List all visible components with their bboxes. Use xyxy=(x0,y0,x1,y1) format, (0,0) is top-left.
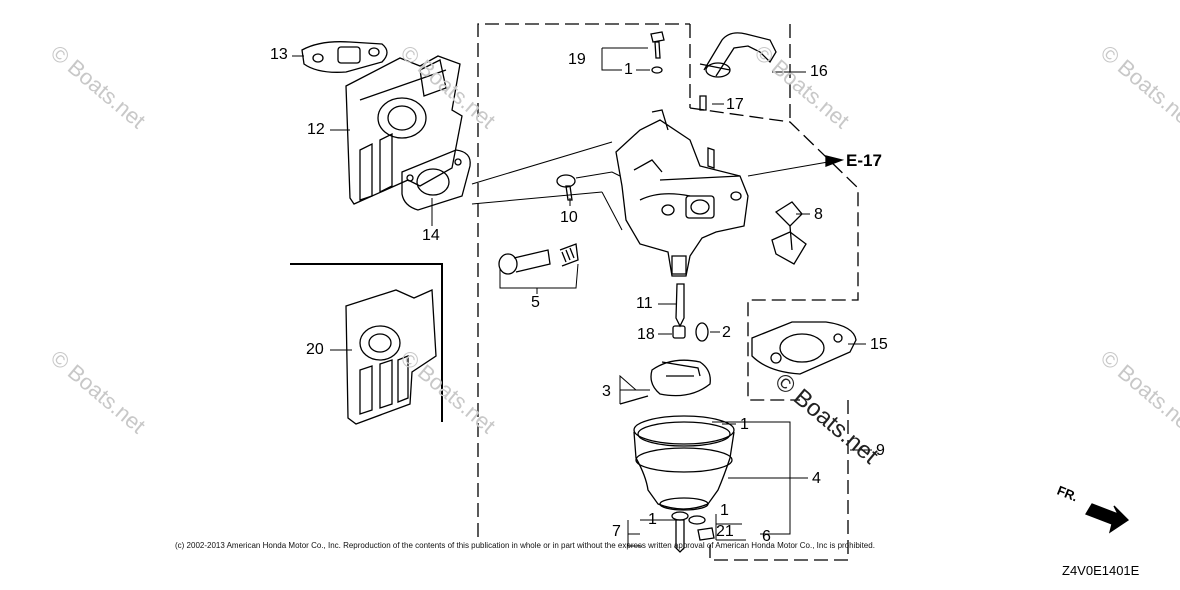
callout-2[interactable]: 2 xyxy=(722,324,731,341)
part-16-lever xyxy=(700,33,776,77)
part-20-box xyxy=(290,264,442,422)
carburetor-body xyxy=(616,110,748,276)
part-8-clip xyxy=(772,202,806,264)
callout-4[interactable]: 4 xyxy=(812,470,821,487)
callout-9[interactable]: 9 xyxy=(876,442,885,459)
callout-16[interactable]: 16 xyxy=(810,63,828,80)
callout-1[interactable]: 1 xyxy=(648,511,657,528)
part-2-oring xyxy=(696,323,708,341)
part-1-gasket-small xyxy=(689,516,705,524)
callout-1[interactable]: 1 xyxy=(740,416,749,433)
callout-6[interactable]: 6 xyxy=(762,528,771,545)
part-17-pin xyxy=(700,96,706,110)
callout-19[interactable]: 19 xyxy=(568,51,586,68)
callout-13[interactable]: 13 xyxy=(270,46,288,63)
callout-7[interactable]: 7 xyxy=(612,523,621,540)
e17-arrow xyxy=(826,156,842,166)
part-11-needle xyxy=(676,284,684,326)
fr-direction-arrow xyxy=(1086,504,1128,532)
part-21-drain-screw xyxy=(698,528,714,540)
reference-e17[interactable]: E-17 xyxy=(846,151,882,170)
part-14-insulator xyxy=(402,150,470,210)
part-13-gasket xyxy=(302,42,387,73)
callout-1[interactable]: 1 xyxy=(720,502,729,519)
callout-20[interactable]: 20 xyxy=(306,341,324,358)
callout-10[interactable]: 10 xyxy=(560,209,578,226)
callout-18[interactable]: 18 xyxy=(637,326,655,343)
callout-12[interactable]: 12 xyxy=(307,121,325,138)
part-15-gasket xyxy=(752,322,856,374)
callout-21[interactable]: 21 xyxy=(716,523,734,540)
assembly-boundary-dashed xyxy=(478,24,858,560)
part-3-float xyxy=(620,360,710,404)
part-4-float-bowl xyxy=(634,416,734,510)
leader-lines xyxy=(292,48,872,546)
callout-5[interactable]: 5 xyxy=(531,294,540,311)
callout-8[interactable]: 8 xyxy=(814,206,823,223)
figure-code: Z4V0E1401E xyxy=(1062,563,1140,578)
callout-14[interactable]: 14 xyxy=(422,227,440,244)
callout-11[interactable]: 11 xyxy=(636,295,653,312)
part-20-bracket xyxy=(346,290,436,424)
callout-3[interactable]: 3 xyxy=(602,383,611,400)
callout-15[interactable]: 15 xyxy=(870,336,888,353)
part-12-bracket xyxy=(346,56,462,204)
part-1-washer xyxy=(672,512,688,520)
part-7-bolt xyxy=(676,520,684,552)
callout-1[interactable]: 1 xyxy=(624,61,633,78)
part-18-jet xyxy=(673,326,685,338)
copyright-notice: (c) 2002-2013 American Honda Motor Co., … xyxy=(175,541,875,550)
part-5-pilot-screw xyxy=(499,244,578,274)
callout-17[interactable]: 17 xyxy=(726,96,744,113)
part-19-screw xyxy=(651,32,664,73)
